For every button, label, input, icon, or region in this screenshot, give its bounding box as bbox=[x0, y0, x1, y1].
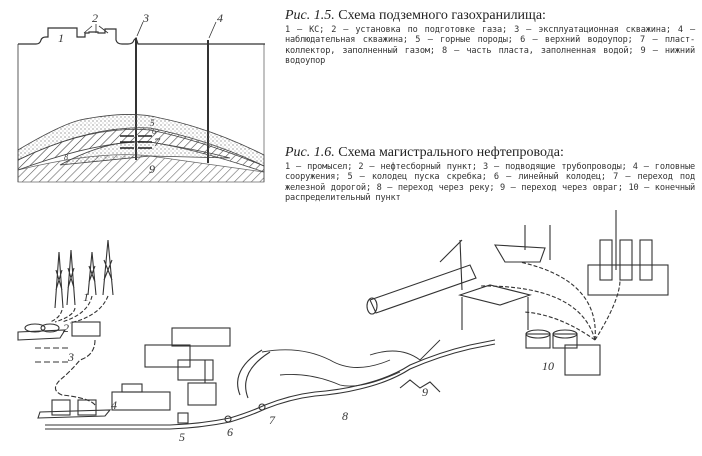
fig15-label-3: 3 bbox=[142, 11, 149, 25]
fig16-label-7: 7 bbox=[269, 413, 276, 427]
fig15-label-1: 1 bbox=[58, 31, 64, 45]
fig16-label-4: 4 bbox=[111, 398, 117, 412]
fig16-label-1: 1 bbox=[83, 290, 89, 304]
fig15-label-7: 7 bbox=[154, 135, 161, 149]
fig16-label-10: 10 bbox=[542, 359, 554, 373]
fig16-label-2: 2 bbox=[63, 321, 69, 335]
figure-1-6-legend: 1 — промысел; 2 — нефтесборный пункт; 3 … bbox=[285, 162, 695, 204]
figure-1-6-title: Схема магистрального нефтепровода: bbox=[338, 145, 564, 160]
fig16-label-3: 3 bbox=[67, 350, 74, 364]
fig15-label-8: 8 bbox=[64, 153, 68, 162]
fig15-label-6: 6 bbox=[152, 127, 156, 136]
figure-1-5-title: Схема подземного газохранилища: bbox=[338, 8, 546, 23]
fig16-label-9: 9 bbox=[422, 385, 428, 399]
figure-1-5-caption: Рис. 1.5. Схема подземного газохранилища… bbox=[285, 8, 695, 67]
fig16-label-6: 6 bbox=[227, 425, 233, 439]
figure-1-5-number: Рис. 1.5. bbox=[285, 8, 335, 23]
figure-1-6-caption: Рис. 1.6. Схема магистрального нефтепров… bbox=[285, 145, 695, 204]
fig15-label-9: 9 bbox=[149, 162, 155, 176]
fig16-label-5: 5 bbox=[179, 430, 185, 444]
oil-derrick-icons bbox=[54, 239, 114, 309]
figure-1-6-title-line: Рис. 1.6. Схема магистрального нефтепров… bbox=[285, 145, 695, 161]
figure-1-5-legend: 1 — КС; 2 — установка по подготовке газа… bbox=[285, 25, 695, 67]
figure-1-5-title-line: Рис. 1.5. Схема подземного газохранилища… bbox=[285, 8, 695, 24]
fig16-label-8: 8 bbox=[342, 409, 348, 423]
fig15-label-4: 4 bbox=[217, 11, 223, 25]
figure-1-6-number: Рис. 1.6. bbox=[285, 145, 335, 160]
fig15-label-5: 5 bbox=[150, 118, 155, 128]
fig15-label-2: 2 bbox=[92, 11, 98, 25]
